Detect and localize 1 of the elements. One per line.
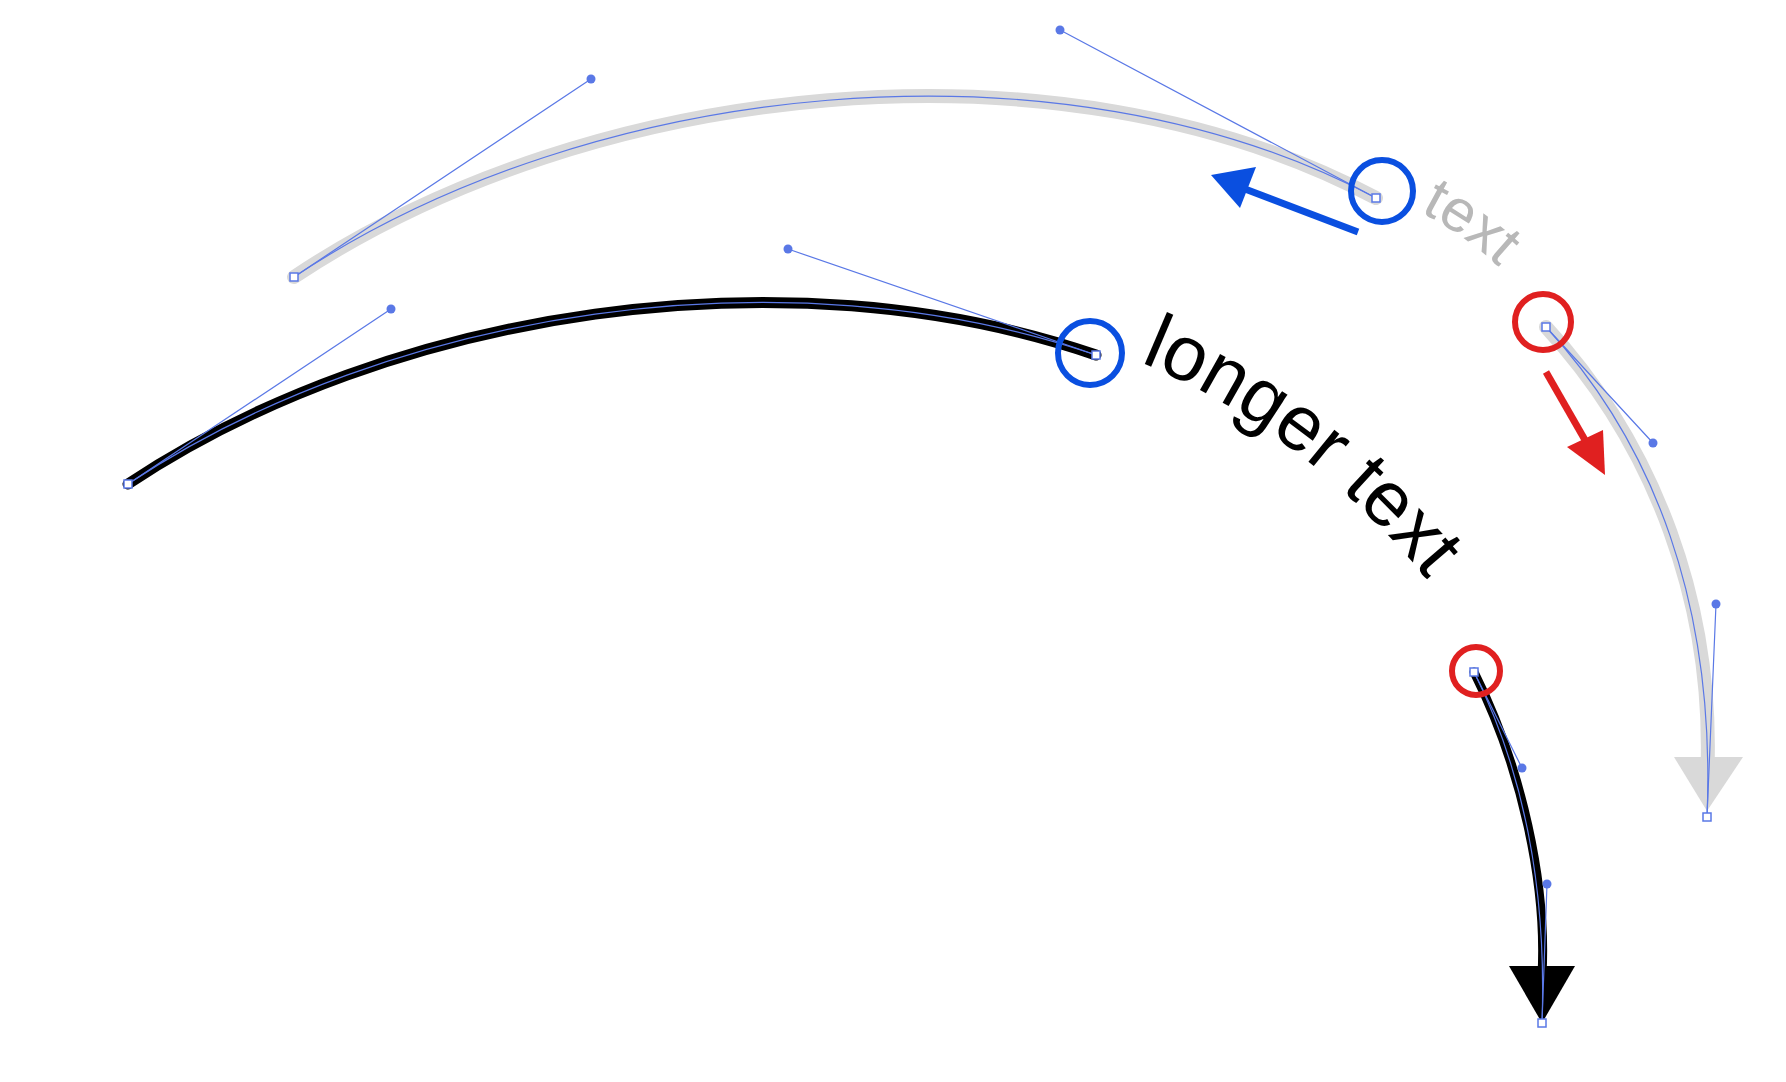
curved-label: text <box>1413 164 1535 277</box>
